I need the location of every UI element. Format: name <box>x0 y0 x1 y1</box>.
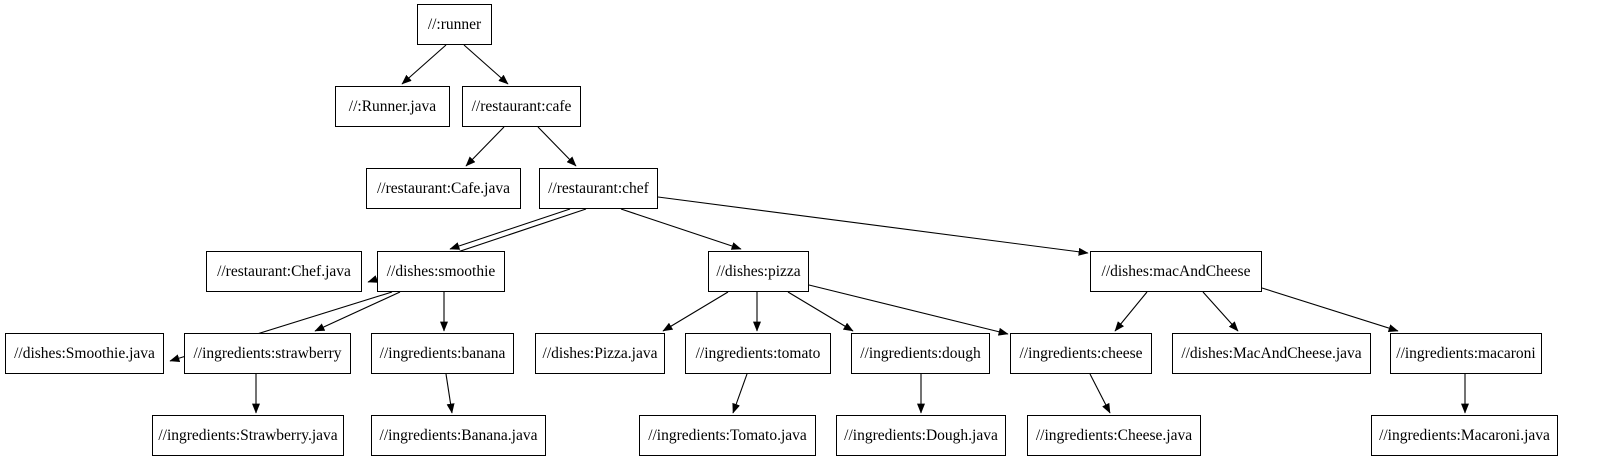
graph-node-label: //dishes:Smoothie.java <box>14 344 155 362</box>
graph-node-label: //ingredients:cheese <box>1019 344 1143 362</box>
graph-node-chef[interactable]: //restaurant:chef <box>539 168 658 209</box>
graph-node-tomato_java[interactable]: //ingredients:Tomato.java <box>639 415 816 456</box>
graph-node-runner[interactable]: //:runner <box>417 4 492 45</box>
graph-node-label: //dishes:Pizza.java <box>542 344 658 362</box>
graph-node-banana[interactable]: //ingredients:banana <box>371 333 514 374</box>
graph-node-label: //ingredients:Macaroni.java <box>1379 426 1550 444</box>
graph-node-macandcheese[interactable]: //dishes:macAndCheese <box>1090 251 1262 292</box>
graph-node-cafe_java[interactable]: //restaurant:Cafe.java <box>366 168 521 209</box>
graph-node-label: //ingredients:banana <box>379 344 506 362</box>
graph-node-runner_java[interactable]: //:Runner.java <box>335 86 450 127</box>
graph-node-strawberry_java[interactable]: //ingredients:Strawberry.java <box>152 415 344 456</box>
graph-node-label: //restaurant:cafe <box>471 97 572 115</box>
graph-node-cafe[interactable]: //restaurant:cafe <box>462 86 581 127</box>
graph-node-cheese_java[interactable]: //ingredients:Cheese.java <box>1027 415 1201 456</box>
graph-node-pizza[interactable]: //dishes:pizza <box>708 251 809 292</box>
graph-node-label: //ingredients:Tomato.java <box>648 426 807 444</box>
graph-node-label: //dishes:MacAndCheese.java <box>1181 344 1362 362</box>
graph-node-label: //restaurant:Chef.java <box>217 262 351 280</box>
graph-node-label: //ingredients:dough <box>860 344 981 362</box>
graph-node-label: //ingredients:Dough.java <box>844 426 998 444</box>
graph-node-pizza_java[interactable]: //dishes:Pizza.java <box>535 333 665 374</box>
graph-node-macandcheese_java[interactable]: //dishes:MacAndCheese.java <box>1172 333 1371 374</box>
graph-node-label: //dishes:macAndCheese <box>1101 262 1251 280</box>
graph-node-label: //ingredients:Strawberry.java <box>158 426 338 444</box>
graph-node-label: //restaurant:Cafe.java <box>377 179 510 197</box>
graph-node-dough_java[interactable]: //ingredients:Dough.java <box>836 415 1006 456</box>
graph-node-dough[interactable]: //ingredients:dough <box>851 333 990 374</box>
graph-node-smoothie_java[interactable]: //dishes:Smoothie.java <box>5 333 164 374</box>
graph-node-macaroni_java[interactable]: //ingredients:Macaroni.java <box>1371 415 1558 456</box>
graph-node-banana_java[interactable]: //ingredients:Banana.java <box>371 415 546 456</box>
graph-node-smoothie[interactable]: //dishes:smoothie <box>377 251 505 292</box>
graph-node-label: //:runner <box>427 15 482 33</box>
graph-node-label: //ingredients:Cheese.java <box>1035 426 1193 444</box>
graph-node-label: //restaurant:chef <box>548 179 649 197</box>
graph-node-label: //ingredients:strawberry <box>193 344 342 362</box>
graph-node-strawberry[interactable]: //ingredients:strawberry <box>184 333 351 374</box>
graph-node-label: //dishes:pizza <box>716 262 801 280</box>
graph-node-tomato[interactable]: //ingredients:tomato <box>685 333 831 374</box>
graph-node-label: //dishes:smoothie <box>386 262 496 280</box>
graph-node-chef_java[interactable]: //restaurant:Chef.java <box>206 251 362 292</box>
graph-node-cheese[interactable]: //ingredients:cheese <box>1010 333 1152 374</box>
graph-node-label: //ingredients:tomato <box>695 344 821 362</box>
graph-node-label: //:Runner.java <box>348 97 437 115</box>
graph-node-label: //ingredients:Banana.java <box>379 426 538 444</box>
graph-node-label: //ingredients:macaroni <box>1396 344 1536 362</box>
graph-node-macaroni[interactable]: //ingredients:macaroni <box>1390 333 1542 374</box>
